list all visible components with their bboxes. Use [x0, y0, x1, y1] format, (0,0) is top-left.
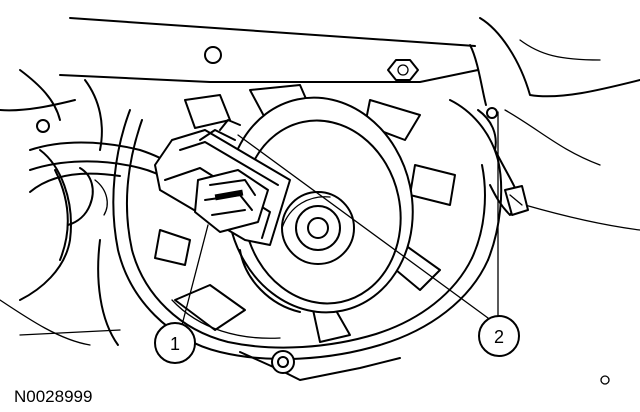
- right-bracket: [477, 107, 529, 216]
- wiring-harness: [29, 141, 173, 226]
- callout-1: 1: [154, 322, 196, 364]
- figure-code: N0028999: [14, 387, 92, 406]
- leader-lines: [181, 111, 499, 326]
- electrical-connector: [154, 119, 291, 246]
- callout-1-label: 1: [170, 334, 180, 354]
- callout-2: 2: [478, 315, 520, 357]
- upper-panel: [0, 17, 640, 231]
- bolt-top: [387, 59, 419, 81]
- panel-holes: [36, 46, 610, 385]
- callout-2-label: 2: [494, 327, 504, 347]
- left-housing: [0, 79, 121, 346]
- bottom-fastener: [271, 350, 295, 374]
- motor-hub: [281, 191, 355, 265]
